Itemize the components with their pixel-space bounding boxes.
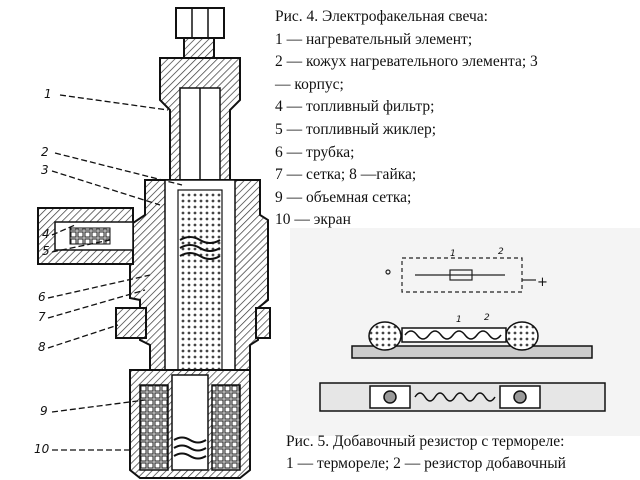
figure-5-caption: Рис. 5. Добавочный резистор с термореле:…	[286, 431, 640, 475]
caption-line: 4 — топливный фильтр;	[275, 98, 435, 116]
top-nut	[175, 7, 225, 39]
callout-10: 10	[34, 442, 50, 456]
caption-line: Рис. 5. Добавочный резистор с термореле:	[286, 433, 565, 450]
caption-line: 1 — термореле; 2 — резистор добавочный	[286, 455, 566, 472]
figure-4-drawing: 1 2 3 4 5 6 7 8 9 10	[34, 7, 271, 479]
volume-mesh-left	[139, 384, 169, 471]
caption-line: 7 — сетка; 8 —гайка;	[275, 166, 417, 184]
caption-line: 10 — экран	[275, 211, 351, 229]
callout-8: 8	[38, 340, 46, 354]
caption-line: 9 — объемная сетка;	[275, 188, 412, 206]
side-nut	[115, 307, 147, 339]
callout-7: 7	[38, 310, 46, 324]
resistor-top-view	[319, 382, 606, 412]
caption-line: 5 — топливный жиклер;	[275, 120, 437, 138]
leader-lines	[47, 94, 183, 451]
callout-3: 3	[41, 163, 49, 177]
caption-line: 1 — нагревательный элемент;	[275, 30, 473, 48]
callout-4: 4	[42, 227, 50, 241]
caption-line: 6 — трубка;	[275, 143, 355, 161]
circuit-schematic	[385, 257, 536, 293]
side-callout-1: 1	[456, 315, 462, 325]
callout-5: 5	[42, 244, 50, 258]
schematic-callout-1: 1	[450, 249, 456, 259]
side-callout-2: 2	[484, 313, 490, 323]
resistor-side-view	[351, 321, 593, 359]
heater-coil	[179, 236, 221, 260]
figure-5-drawing: + 1 2 1 2	[290, 228, 640, 436]
schematic-callout-2: 2	[498, 247, 504, 257]
callout-1: 1	[44, 87, 52, 101]
callout-9: 9	[40, 404, 48, 418]
bottom-coil	[173, 436, 207, 460]
side-nut-right	[255, 307, 271, 339]
fuel-inlet	[37, 207, 134, 265]
caption-line: — корпус;	[275, 75, 344, 93]
callout-6: 6	[38, 290, 46, 304]
volume-mesh-right	[211, 384, 241, 471]
figure-4-caption: Рис. 4. Электрофакельная свеча: 1 — нагр…	[275, 6, 635, 232]
caption-line: 2 — кожух нагревательного элемента; 3	[275, 53, 538, 71]
caption-line: Рис. 4. Электрофакельная свеча:	[275, 8, 488, 25]
schematic-plus: +	[537, 275, 548, 290]
callout-2: 2	[41, 145, 49, 159]
